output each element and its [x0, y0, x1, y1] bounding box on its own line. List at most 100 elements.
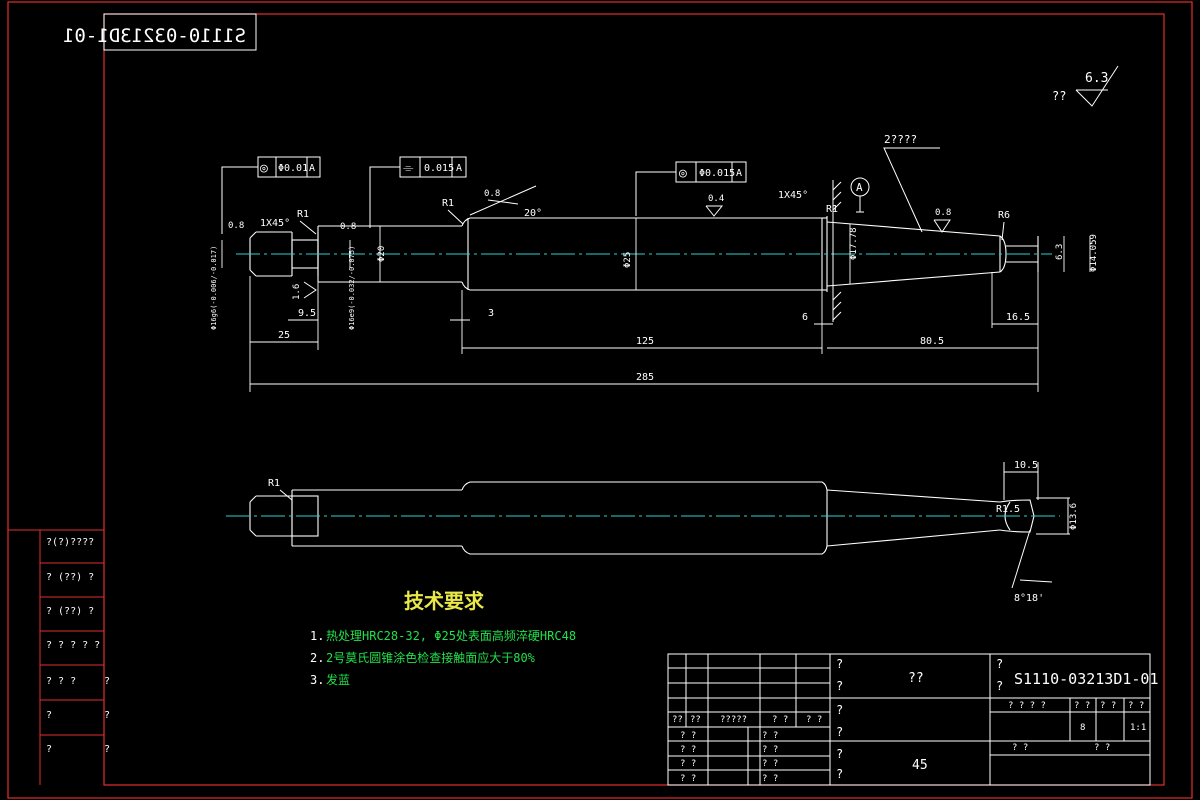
tech-req-title: 技术要求 — [404, 589, 485, 613]
svg-text:20°: 20° — [524, 208, 542, 219]
svg-text:A: A — [856, 181, 863, 194]
svg-text:2????: 2???? — [884, 133, 917, 146]
svg-text:?????: ????? — [720, 715, 747, 725]
svg-text:? ?: ? ? — [762, 774, 778, 784]
svg-text:?: ? — [996, 657, 1003, 671]
gdt-frame-2: ⌯ 0.015 A — [369, 156, 467, 228]
svg-text:25: 25 — [278, 330, 290, 341]
roughness-value: 6.3 — [1085, 71, 1108, 86]
svg-text:3.: 3. — [310, 673, 324, 687]
svg-text:? ?: ? ? — [680, 759, 696, 769]
svg-text:1X45°: 1X45° — [260, 218, 290, 229]
svg-text:?: ? — [104, 710, 110, 721]
left-strip-text: ?(?)???? ? (??) ? ? (??) ? ? ? ? ? ? ? ?… — [46, 537, 110, 755]
svg-text:? ?: ? ? — [1094, 743, 1110, 753]
svg-text:?: ? — [46, 744, 52, 755]
svg-text:6.3: 6.3 — [1055, 244, 1065, 260]
svg-text:? ?: ? ? — [772, 715, 788, 725]
svg-text:R6: R6 — [998, 210, 1010, 221]
svg-text:125: 125 — [636, 336, 654, 347]
svg-text:??: ?? — [672, 715, 683, 725]
svg-text:0.8: 0.8 — [228, 221, 244, 231]
svg-text:3: 3 — [488, 308, 494, 319]
svg-text:? ?: ? ? — [1074, 701, 1090, 711]
svg-text:R1.5: R1.5 — [996, 504, 1020, 515]
svg-text:Φ0.015: Φ0.015 — [699, 168, 735, 179]
svg-text:Φ0.01: Φ0.01 — [278, 163, 308, 174]
svg-text:? (??) ?: ? (??) ? — [46, 572, 94, 583]
svg-text:R1: R1 — [268, 478, 280, 489]
svg-text:?: ? — [836, 657, 843, 671]
svg-text:发蓝: 发蓝 — [326, 672, 350, 687]
drawing-frame — [7, 1, 1193, 799]
title-block — [667, 653, 1151, 786]
svg-text:?: ? — [836, 767, 843, 781]
svg-text:6: 6 — [802, 312, 808, 323]
roughness-label: ?? — [1052, 89, 1066, 103]
svg-text:? ?: ? ? — [1100, 701, 1116, 711]
svg-text:Φ13.6: Φ13.6 — [1069, 503, 1079, 530]
svg-text:Φ14.059: Φ14.059 — [1089, 234, 1099, 272]
svg-text:◎: ◎ — [679, 166, 687, 181]
svg-text:? ?: ? ? — [806, 715, 822, 725]
mirrored-code-box: S1110-03213D1-01 — [63, 13, 257, 51]
svg-text:? (??) ?: ? (??) ? — [46, 606, 94, 617]
datum-a-marker: A — [850, 177, 870, 213]
left-strip — [8, 529, 104, 785]
svg-text:1X45°: 1X45° — [778, 190, 808, 201]
svg-text:Φ25: Φ25 — [623, 252, 633, 268]
svg-text:0.8: 0.8 — [340, 222, 356, 232]
gdt-frame-1: ◎ Φ0.01 A — [221, 156, 321, 234]
svg-text:R1: R1 — [826, 204, 838, 215]
svg-text:Φ17.78: Φ17.78 — [849, 227, 859, 260]
svg-text:热处理HRC28-32, Φ25处表面高频淬硬HRC48: 热处理HRC28-32, Φ25处表面高频淬硬HRC48 — [326, 628, 576, 643]
svg-text:8: 8 — [1080, 723, 1085, 733]
svg-text:1.6: 1.6 — [292, 284, 302, 300]
svg-text:?: ? — [104, 744, 110, 755]
svg-text:⌯: ⌯ — [403, 161, 414, 176]
svg-text:S1110-03213D1-01: S1110-03213D1-01 — [1014, 670, 1159, 688]
svg-text:? ?: ? ? — [1012, 743, 1028, 753]
svg-text:?: ? — [836, 679, 843, 693]
svg-text:8°18': 8°18' — [1014, 593, 1044, 604]
svg-text:1.: 1. — [310, 629, 324, 643]
svg-text:Φ20: Φ20 — [377, 246, 387, 262]
svg-text:80.5: 80.5 — [920, 336, 944, 347]
svg-text:A: A — [309, 163, 315, 174]
svg-text:? ? ? ?: ? ? ? ? — [1008, 701, 1046, 711]
svg-text:1:1: 1:1 — [1130, 723, 1146, 733]
svg-text:R1: R1 — [442, 198, 454, 209]
svg-text:0.8: 0.8 — [935, 208, 951, 218]
svg-text:? ?: ? ? — [762, 745, 778, 755]
svg-text:45: 45 — [912, 758, 928, 773]
svg-text:A: A — [456, 163, 462, 174]
roughness-note: ?? 6.3 — [1052, 65, 1119, 107]
tech-requirements: 技术要求 1. 热处理HRC28-32, Φ25处表面高频淬硬HRC48 2. … — [310, 589, 576, 687]
taper-leader: 2???? — [883, 133, 940, 233]
dimension-values: 25 9.5 3 6 16.5 125 80.5 285 — [278, 308, 1030, 383]
svg-text:?: ? — [46, 710, 52, 721]
svg-text:9.5: 9.5 — [298, 308, 316, 319]
svg-text:??: ?? — [690, 715, 701, 725]
svg-text:285: 285 — [636, 372, 654, 383]
svg-text:?(?)????: ?(?)???? — [46, 537, 94, 548]
svg-text:A: A — [736, 168, 742, 179]
svg-text:?: ? — [836, 725, 843, 739]
svg-text:? ?: ? ? — [680, 774, 696, 784]
svg-text:10.5: 10.5 — [1014, 460, 1038, 471]
svg-text:0.4: 0.4 — [708, 194, 724, 204]
svg-text:Φ16e9(-0.032/-0.075): Φ16e9(-0.032/-0.075) — [348, 246, 356, 330]
svg-text:? ?: ? ? — [762, 759, 778, 769]
svg-text:? ? ?: ? ? ? — [46, 676, 76, 687]
title-block-text: ?? 45 S1110-03213D1-01 ? ? ? ? ? ? ? ? ?… — [672, 657, 1159, 784]
datum-wall-hatch — [832, 180, 842, 322]
svg-text:??: ?? — [908, 671, 924, 686]
svg-text:?: ? — [104, 676, 110, 687]
svg-text:? ? ? ? ?: ? ? ? ? ? — [46, 640, 100, 651]
svg-text:R1: R1 — [297, 209, 309, 220]
svg-text:16.5: 16.5 — [1006, 312, 1030, 323]
svg-text:0.015: 0.015 — [424, 163, 454, 174]
mirrored-code: S1110-03213D1-01 — [63, 25, 246, 47]
dimension-lines — [221, 218, 1091, 392]
